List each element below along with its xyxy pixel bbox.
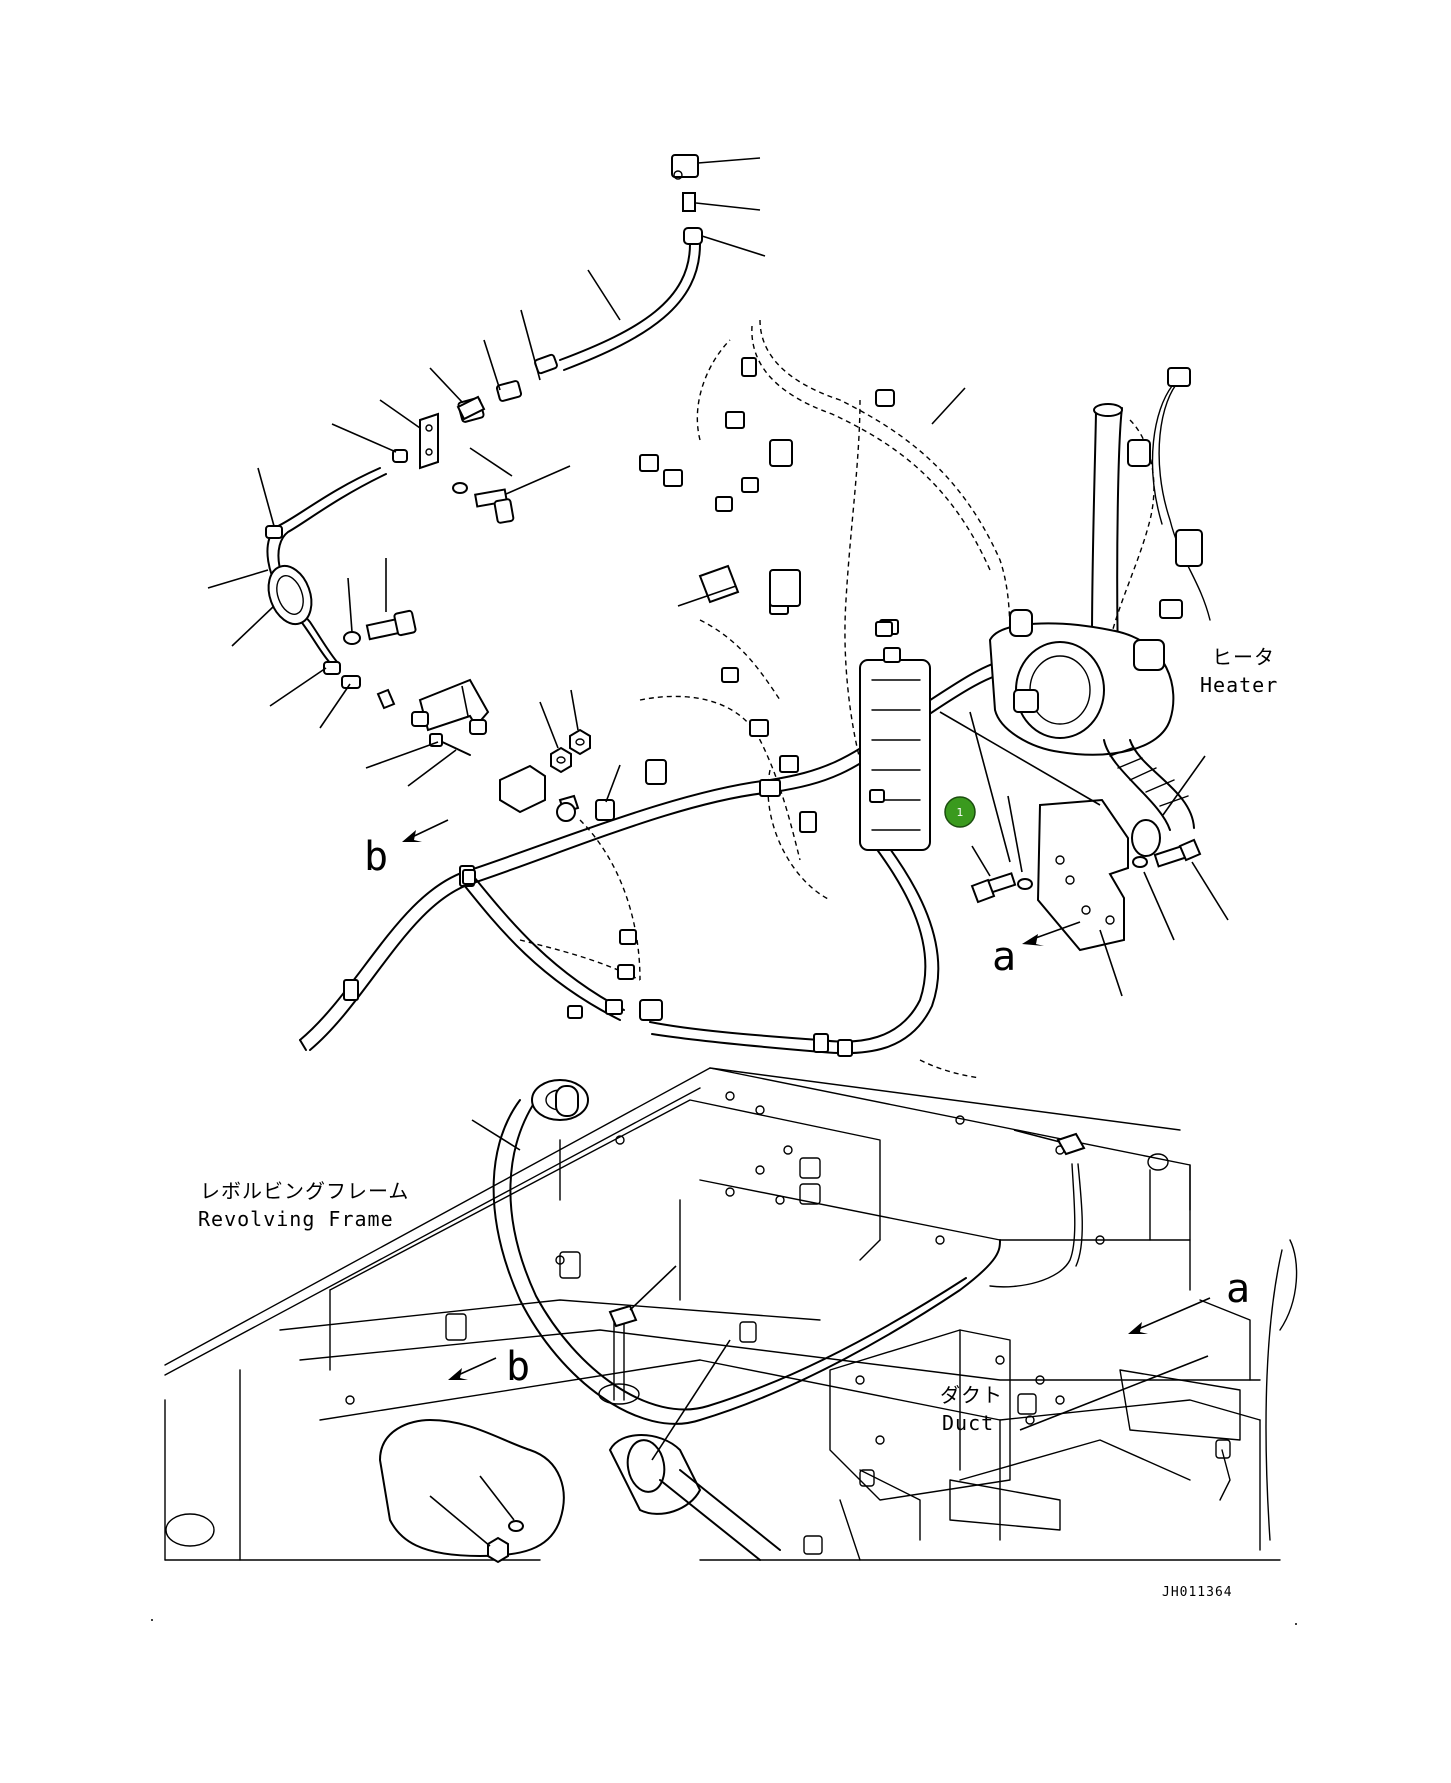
top-nipple bbox=[682, 192, 696, 212]
view-ref-a-lower: a bbox=[1226, 1266, 1250, 1312]
pipe-clamp bbox=[1056, 1132, 1086, 1156]
small-clip bbox=[392, 449, 408, 463]
view-refs-lower: a b bbox=[448, 1266, 1250, 1431]
mounting-plate-group: 1 bbox=[939, 711, 1229, 997]
drawing-code: JH011364 bbox=[1162, 1585, 1233, 1600]
mounting-plate bbox=[1036, 798, 1129, 952]
fuse-rack bbox=[859, 621, 931, 851]
washer-right bbox=[1132, 856, 1148, 868]
cover-plate bbox=[378, 1418, 565, 1558]
heater-label-jp: ヒータ bbox=[1212, 645, 1275, 669]
nut-lower bbox=[487, 1536, 509, 1564]
view-ref-b-lower: b bbox=[506, 1344, 530, 1390]
revolving-frame bbox=[164, 1067, 1298, 1564]
view-ref-b-upper: b bbox=[364, 834, 388, 880]
nut-b bbox=[569, 728, 591, 756]
callout-marker[interactable] bbox=[944, 796, 976, 828]
top-elbow bbox=[683, 227, 703, 245]
relay-bracket bbox=[499, 764, 546, 814]
wiring-harness bbox=[299, 319, 1155, 1079]
washer-mid bbox=[343, 631, 361, 645]
duct-label-jp: ダクト bbox=[940, 1383, 1003, 1407]
bracket-plate bbox=[419, 412, 439, 470]
frame-label-jp: レボルビングフレーム bbox=[200, 1179, 409, 1203]
cable-bolt bbox=[698, 564, 740, 604]
top-clamp bbox=[671, 154, 699, 178]
heater-outlet bbox=[1131, 819, 1161, 857]
fitting-c bbox=[456, 395, 486, 421]
washer-callout bbox=[1017, 878, 1033, 890]
upper-fitting-chain bbox=[207, 154, 766, 822]
heater-assembly bbox=[988, 367, 1211, 857]
nut-a bbox=[550, 746, 572, 774]
heater-label-en: Heater bbox=[1200, 673, 1278, 697]
fitting-a bbox=[495, 380, 523, 402]
view-ref-a-upper: a bbox=[992, 934, 1016, 980]
washer-upper bbox=[452, 482, 468, 494]
washer-lower bbox=[508, 1520, 524, 1532]
view-refs-upper: b a bbox=[364, 819, 1081, 980]
duct-label-en: Duct bbox=[942, 1411, 994, 1435]
relay-module bbox=[769, 569, 801, 607]
frame-label-en: Revolving Frame bbox=[198, 1207, 394, 1231]
callout-number: 1 bbox=[957, 806, 964, 819]
